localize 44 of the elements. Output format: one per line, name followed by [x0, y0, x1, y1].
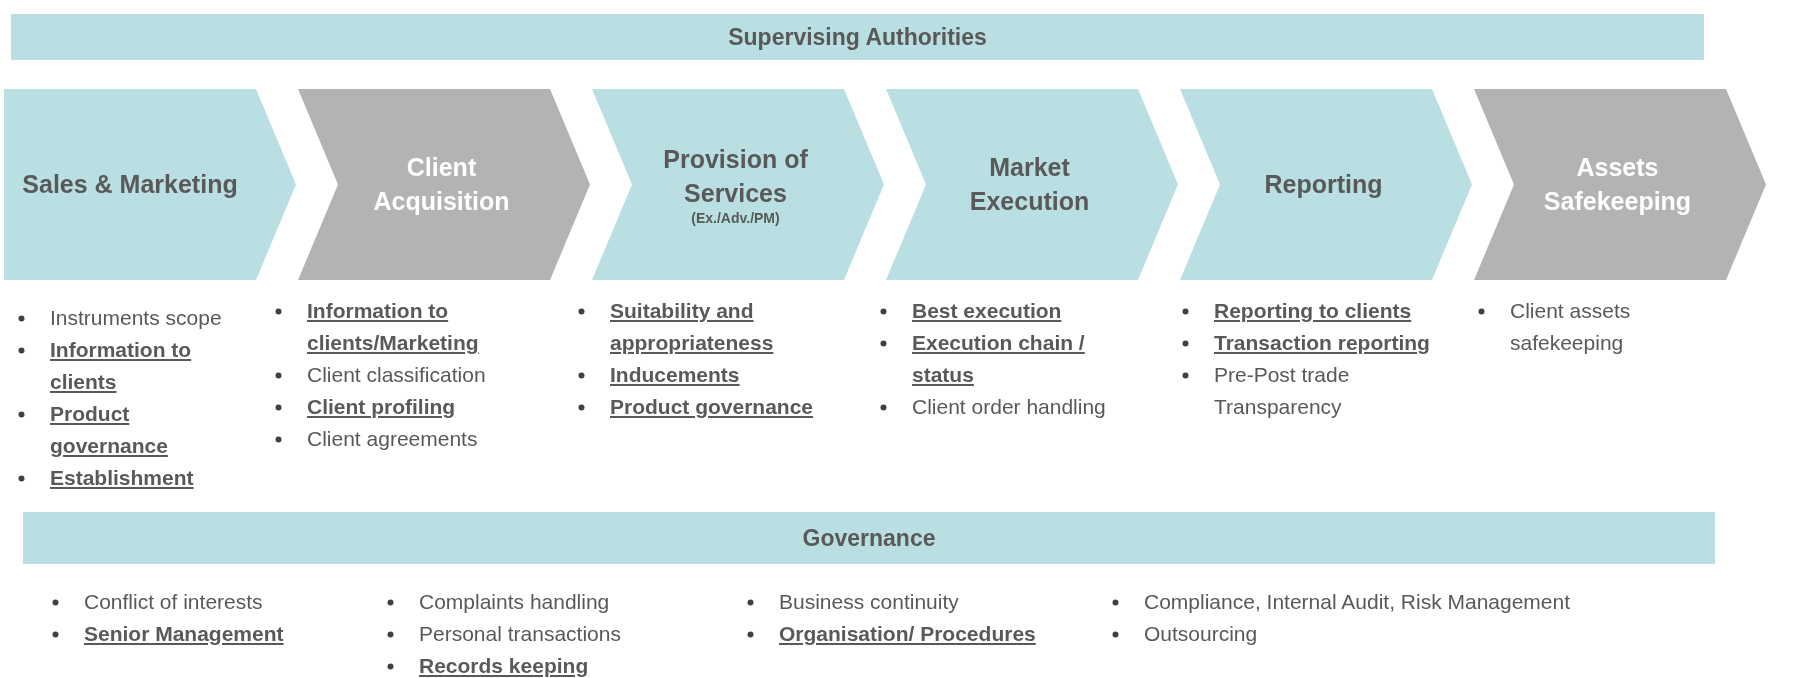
bullet-text: Client classification [307, 363, 486, 386]
process-step [1180, 89, 1472, 280]
bullet-text: Instruments scope [50, 306, 222, 329]
bullet-text: Reporting to clients [1214, 299, 1412, 322]
bullet-text: Complaints handling [419, 590, 610, 613]
bullet-text: Conflict of interests [84, 590, 263, 613]
band-title: Supervising Authorities [728, 23, 987, 51]
header-band [23, 512, 1715, 564]
bullet-text: Execution chain / status [912, 331, 1085, 386]
bullet-text: Information to clients/Marketing [307, 299, 479, 354]
bullet-text: Client agreements [307, 427, 478, 450]
bullet-text: Organisation/ Procedures [779, 622, 1036, 645]
step-title: Client Acquisition [372, 151, 511, 217]
bullet-text: Outsourcing [1144, 622, 1258, 645]
process-step [298, 89, 590, 280]
bullet-text: Suitability and appropriateness [610, 299, 774, 354]
bullet-text: Pre-Post trade Transparency [1214, 363, 1350, 418]
process-step [1474, 89, 1766, 280]
band-title: Governance [802, 524, 936, 552]
step-title: Assets Safekeeping [1542, 151, 1693, 217]
bullet-text: Records keeping [419, 654, 589, 677]
step-title: Provision of Services [662, 143, 809, 209]
bullet-text: Senior Management [84, 622, 284, 645]
bullet-text: Inducements [610, 363, 740, 386]
bullet-text: Client profiling [307, 395, 456, 418]
step-subtitle: (Ex./Adv./PM) [691, 210, 780, 227]
process-step [4, 89, 296, 280]
bullet-text: Information to clients [50, 338, 192, 393]
process-step [886, 89, 1178, 280]
step-title: Market Execution [968, 151, 1091, 217]
step-title: Sales & Marketing [22, 168, 238, 200]
bullet-text: Compliance, Internal Audit, Risk Management [1144, 590, 1571, 613]
bullet-text: Business continuity [779, 590, 959, 613]
bullet-text: Product governance [610, 395, 814, 418]
step-title: Reporting [1264, 168, 1383, 200]
header-band [11, 14, 1704, 60]
bullet-text: Personal transactions [419, 622, 621, 645]
bullet-text: Client assets safekeeping [1510, 299, 1631, 354]
process-step [592, 89, 884, 280]
bullet-text: Establishment [50, 466, 194, 489]
bullet-text: Best execution [912, 299, 1062, 322]
bullet-text: Client order handling [912, 395, 1106, 418]
bullet-text: Product governance [50, 402, 168, 457]
bullet-text: Transaction reporting [1214, 331, 1430, 354]
